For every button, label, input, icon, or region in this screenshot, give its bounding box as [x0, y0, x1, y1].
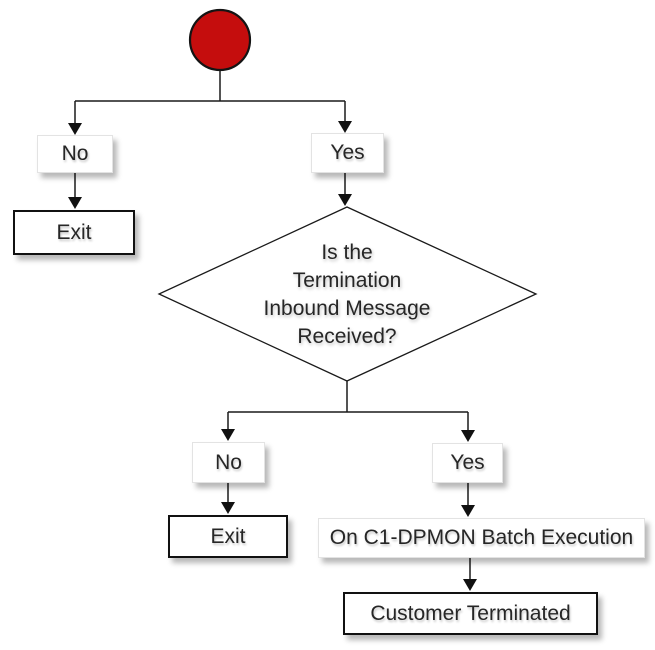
exit1-label: Exit — [56, 220, 92, 244]
branch1-yes-label: Yes — [330, 141, 365, 165]
arrowhead-to-yes1 — [338, 121, 352, 133]
arrowhead-to-dpmon — [461, 505, 475, 517]
exit1-box: Exit — [13, 210, 135, 255]
branch2-no-label: No — [215, 450, 242, 474]
decision-diamond — [157, 206, 538, 382]
terminated-box: Customer Terminated — [343, 592, 598, 635]
branch2-yes-label: Yes — [450, 451, 485, 475]
dpmon-box: On C1-DPMON Batch Execution — [318, 518, 645, 558]
branch1-no-box: No — [37, 135, 113, 173]
arrowhead-to-exit2 — [221, 502, 235, 514]
branch1-no-label: No — [61, 142, 89, 166]
arrowhead-to-terminated — [463, 579, 477, 591]
arrowhead-to-exit1 — [68, 197, 82, 209]
arrowhead-to-no2 — [221, 429, 235, 441]
start-circle — [188, 8, 252, 72]
arrowhead-to-no1 — [68, 123, 82, 135]
branch2-yes-box: Yes — [432, 443, 503, 483]
dpmon-label: On C1-DPMON Batch Execution — [329, 526, 634, 550]
arrowhead-to-yes2 — [461, 430, 475, 442]
arrowhead-to-decision — [338, 194, 352, 206]
exit2-box: Exit — [168, 515, 288, 558]
terminated-label: Customer Terminated — [370, 601, 571, 625]
exit2-label: Exit — [210, 524, 246, 548]
branch2-no-box: No — [192, 442, 265, 483]
branch1-yes-box: Yes — [311, 133, 384, 173]
